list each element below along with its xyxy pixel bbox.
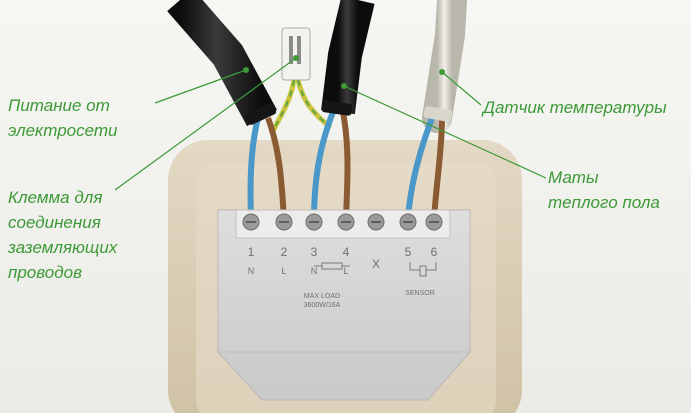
power-live-wire xyxy=(265,116,287,221)
heating-mat-cable xyxy=(321,0,375,115)
terminal-number: 5 xyxy=(405,245,412,259)
terminal-letter: L xyxy=(343,266,348,276)
leader-dot-ground xyxy=(293,55,299,61)
ground-terminal-clamp xyxy=(281,27,311,81)
label-power-supply: Питание от электросети xyxy=(8,96,118,140)
max-load-title: MAX LOAD xyxy=(304,293,340,300)
mat-neutral-wire xyxy=(311,110,336,221)
leader-dot-mats xyxy=(341,83,347,89)
power-cable xyxy=(167,0,277,127)
power-neutral-wire xyxy=(247,117,261,221)
max-load-value: 3600W/16A xyxy=(304,302,341,309)
mat-live-wire xyxy=(340,111,351,221)
terminal-number: 2 xyxy=(281,245,288,259)
mat-cable-end xyxy=(321,100,353,116)
sensor-cable xyxy=(422,0,467,133)
leader-dot-power xyxy=(243,67,249,73)
power-cable-end xyxy=(245,103,277,125)
terminal-letter: N xyxy=(311,266,318,276)
terminal-number: 3 xyxy=(311,245,318,259)
sensor-symbol xyxy=(409,262,437,277)
terminal-screws xyxy=(242,213,443,231)
ground-terminal-slot xyxy=(289,36,293,64)
leader-line-ground xyxy=(114,57,297,191)
label-heating-mats: Маты теплого пола xyxy=(548,168,660,212)
terminal-letter: N xyxy=(248,266,255,276)
leader-dot-sensor xyxy=(439,69,445,75)
terminal-letter: L xyxy=(281,266,286,276)
sensor-wire-blue xyxy=(405,116,435,221)
terminal-number: 4 xyxy=(343,245,350,259)
terminal-number: 6 xyxy=(431,245,438,259)
terminal-letter: X xyxy=(372,257,380,271)
leader-line-sensor xyxy=(441,71,482,106)
leader-line-mats xyxy=(343,85,547,179)
sensor-panel-label: SENSOR xyxy=(405,290,435,297)
label-temperature-sensor: Датчик температуры xyxy=(483,98,667,117)
leader-line-power xyxy=(154,69,247,104)
label-ground-terminal: Клемма для соединения заземляющих провод… xyxy=(8,188,118,282)
terminal-number: 1 xyxy=(248,245,255,259)
sensor-cable-end xyxy=(423,106,453,122)
sensor-wire-brown xyxy=(431,117,445,221)
terminal-labels: 1N 2L 3N 4L X 5 6 xyxy=(248,245,438,276)
ground-terminal-slot xyxy=(297,36,301,64)
